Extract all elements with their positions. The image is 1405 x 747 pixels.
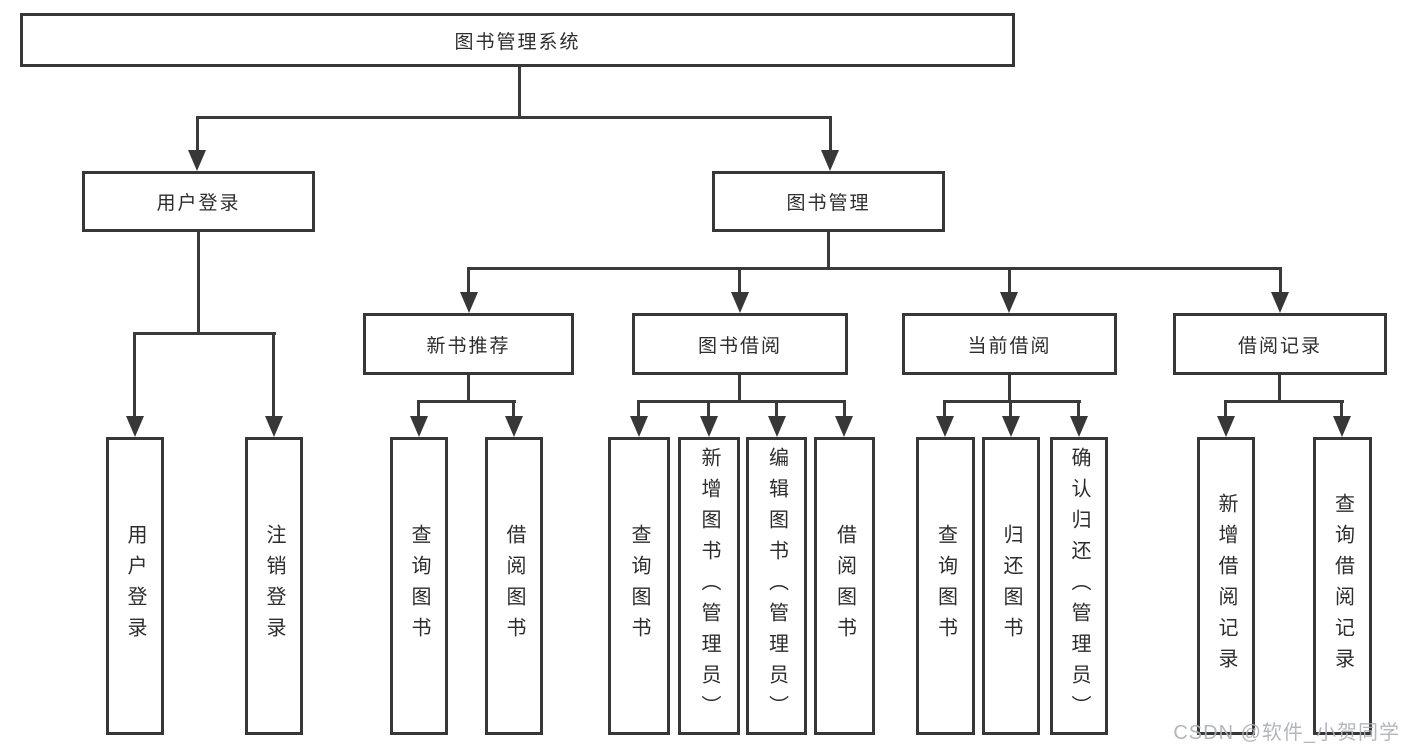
leaf-current-return-books-label: 归还图书 bbox=[1000, 524, 1022, 648]
leaf-current-confirm-return-label: 确认归还（管理员） bbox=[1068, 446, 1090, 726]
leaf-records-query: 查询借阅记录 bbox=[1313, 437, 1372, 735]
connector-line bbox=[827, 232, 830, 270]
connector-line bbox=[196, 116, 832, 119]
connector-line bbox=[196, 116, 199, 156]
leaf-borrow-query-books: 查询图书 bbox=[608, 437, 670, 735]
leaf-recommend-borrow-books: 借阅图书 bbox=[485, 437, 543, 735]
connector-line bbox=[738, 375, 741, 403]
connector-line bbox=[1279, 267, 1282, 297]
arrowhead-down-icon bbox=[188, 150, 206, 171]
connector-line bbox=[133, 332, 276, 335]
arrowhead-down-icon bbox=[731, 292, 749, 313]
leaf-current-return-books: 归还图书 bbox=[982, 437, 1040, 735]
node-root: 图书管理系统 bbox=[20, 13, 1015, 67]
connector-line bbox=[1009, 400, 1012, 420]
leaf-borrow-borrow-books-label: 借阅图书 bbox=[833, 524, 856, 648]
connector-line bbox=[1224, 400, 1227, 420]
connector-line bbox=[512, 400, 515, 420]
arrowhead-down-icon bbox=[1271, 292, 1289, 313]
leaf-borrow-borrow-books: 借阅图书 bbox=[814, 437, 875, 735]
connector-line bbox=[1224, 400, 1344, 403]
connector-line bbox=[272, 332, 275, 422]
leaf-borrow-query-books-label: 查询图书 bbox=[628, 524, 650, 648]
arrowhead-down-icon bbox=[821, 150, 839, 171]
connector-line bbox=[133, 332, 136, 422]
arrowhead-down-icon bbox=[835, 416, 853, 437]
node-current-borrow: 当前借阅 bbox=[902, 313, 1117, 375]
leaf-logout: 注销登录 bbox=[245, 437, 303, 735]
connector-line bbox=[943, 400, 1081, 403]
connector-line bbox=[1008, 267, 1011, 297]
connector-line bbox=[467, 267, 470, 297]
connector-line bbox=[943, 400, 946, 420]
arrowhead-down-icon bbox=[1000, 292, 1018, 313]
connector-line bbox=[637, 400, 846, 403]
leaf-borrow-edit-books: 编辑图书（管理员） bbox=[746, 437, 807, 735]
leaf-borrow-add-books: 新增图书（管理员） bbox=[678, 437, 740, 735]
connector-line bbox=[843, 400, 846, 420]
node-current-borrow-label: 当前借阅 bbox=[967, 335, 1052, 357]
connector-line bbox=[467, 267, 1282, 270]
leaf-current-query-books: 查询图书 bbox=[916, 437, 975, 735]
node-user-login: 用户登录 bbox=[82, 171, 315, 232]
connector-line bbox=[738, 267, 741, 297]
leaf-current-confirm-return: 确认归还（管理员） bbox=[1050, 437, 1108, 735]
node-book-management-label: 图书管理 bbox=[786, 193, 871, 214]
node-book-borrow: 图书借阅 bbox=[632, 313, 848, 375]
node-new-book-recommend-label: 新书推荐 bbox=[426, 335, 511, 357]
leaf-borrow-add-books-label: 新增图书（管理员） bbox=[698, 446, 720, 726]
connector-line bbox=[518, 67, 521, 118]
arrowhead-down-icon bbox=[768, 416, 786, 437]
leaf-borrow-edit-books-label: 编辑图书（管理员） bbox=[765, 446, 788, 726]
connector-line bbox=[775, 400, 778, 420]
leaf-user-login: 用户登录 bbox=[106, 437, 164, 735]
watermark: CSDN @软件_小贺同学 bbox=[1173, 722, 1400, 744]
arrowhead-down-icon bbox=[126, 416, 144, 437]
arrowhead-down-icon bbox=[1217, 416, 1235, 437]
arrowhead-down-icon bbox=[460, 292, 478, 313]
node-user-login-label: 用户登录 bbox=[156, 193, 241, 214]
arrowhead-down-icon bbox=[700, 416, 718, 437]
node-borrow-records-label: 借阅记录 bbox=[1237, 335, 1322, 357]
leaf-recommend-query-books-label: 查询图书 bbox=[408, 524, 430, 648]
arrowhead-down-icon bbox=[1333, 416, 1351, 437]
connector-line bbox=[197, 232, 200, 335]
connector-line bbox=[829, 116, 832, 156]
node-root-label: 图书管理系统 bbox=[454, 31, 581, 53]
arrowhead-down-icon bbox=[265, 416, 283, 437]
leaf-recommend-borrow-books-label: 借阅图书 bbox=[503, 524, 525, 648]
arrowhead-down-icon bbox=[1002, 416, 1020, 437]
arrowhead-down-icon bbox=[505, 416, 523, 437]
connector-line bbox=[1008, 375, 1011, 403]
node-new-book-recommend: 新书推荐 bbox=[363, 313, 574, 375]
connector-line bbox=[637, 400, 640, 420]
connector-line bbox=[1077, 400, 1080, 420]
leaf-records-add-label: 新增借阅记录 bbox=[1215, 493, 1237, 679]
connector-line bbox=[417, 400, 516, 403]
leaf-current-query-books-label: 查询图书 bbox=[934, 524, 957, 648]
connector-line bbox=[1278, 375, 1281, 403]
arrowhead-down-icon bbox=[936, 416, 954, 437]
connector-line bbox=[417, 400, 420, 420]
arrowhead-down-icon bbox=[1070, 416, 1088, 437]
arrowhead-down-icon bbox=[630, 416, 648, 437]
connector-line bbox=[1340, 400, 1343, 420]
arrowhead-down-icon bbox=[410, 416, 428, 437]
leaf-user-login-label: 用户登录 bbox=[124, 524, 146, 648]
connector-line bbox=[707, 400, 710, 420]
node-book-borrow-label: 图书借阅 bbox=[697, 335, 782, 357]
node-book-management: 图书管理 bbox=[712, 171, 945, 232]
leaf-records-add: 新增借阅记录 bbox=[1197, 437, 1255, 735]
leaf-records-query-label: 查询借阅记录 bbox=[1331, 493, 1354, 679]
leaf-logout-label: 注销登录 bbox=[263, 524, 285, 648]
node-borrow-records: 借阅记录 bbox=[1173, 313, 1387, 375]
connector-line bbox=[467, 375, 470, 403]
leaf-recommend-query-books: 查询图书 bbox=[390, 437, 448, 735]
